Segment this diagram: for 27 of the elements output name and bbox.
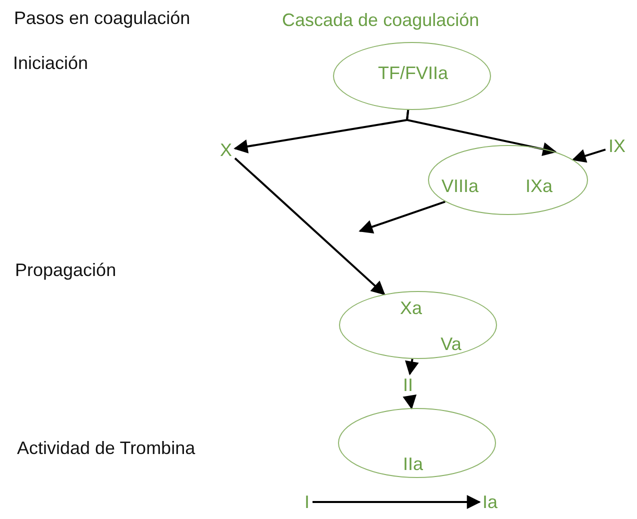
arrow [402, 394, 417, 410]
stage-label: Actividad de Trombina [17, 439, 196, 457]
stage-label: Iniciación [13, 54, 88, 72]
stage-label: Pasos en coagulación [14, 9, 190, 27]
stage-label: Propagación [15, 261, 116, 279]
arrow [234, 157, 386, 296]
factor-label: I [304, 493, 310, 511]
factor-label: Va [440, 335, 462, 353]
factor-label: VIIIa [441, 177, 479, 195]
factor-ellipse [333, 42, 491, 110]
diagram-title: Cascada de coagulación [282, 11, 480, 29]
factor-ellipse [428, 145, 588, 215]
factor-ellipse [338, 408, 496, 478]
factor-label: IXa [525, 177, 553, 195]
factor-label: TF/FVIIa [378, 64, 448, 82]
factor-label: IX [608, 137, 626, 155]
arrow [406, 110, 557, 156]
factor-label: IIa [403, 455, 423, 473]
arrow [312, 495, 481, 509]
arrow [405, 358, 419, 376]
factor-label: Ia [482, 493, 498, 511]
factor-label: Xa [400, 299, 422, 317]
factor-label: II [402, 376, 413, 394]
arrow [358, 200, 446, 234]
arrow [572, 148, 606, 163]
factor-label: X [220, 141, 232, 159]
factor-ellipse [339, 291, 497, 359]
